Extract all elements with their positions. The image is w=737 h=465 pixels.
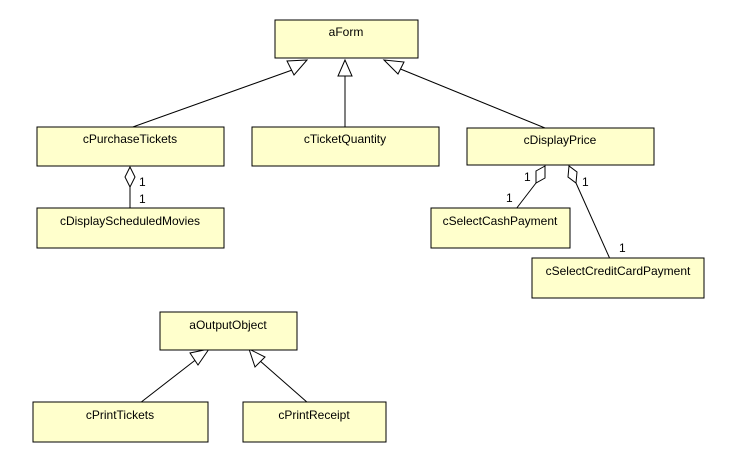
- inheritance-arrowhead: [286, 59, 309, 76]
- class-cdisplayscheduledmovies[interactable]: cDisplayScheduledMovies: [36, 207, 225, 249]
- generalization-printreceipt-outputobject: [248, 348, 309, 404]
- multiplicity-price-cash-end: 1: [524, 170, 531, 184]
- generalization-ticketquantity-aform: [337, 58, 353, 128]
- inheritance-arrowhead: [248, 348, 266, 368]
- multiplicity-credit-end: 1: [619, 241, 626, 255]
- multiplicity-cash-end: 1: [506, 191, 513, 205]
- class-cprinttickets[interactable]: cPrintTickets: [32, 401, 209, 443]
- inheritance-arrowhead: [337, 58, 353, 77]
- aggregation-displayprice-cashpayment: [515, 165, 546, 210]
- class-aoutputobject[interactable]: aOutputObject: [159, 311, 298, 351]
- inheritance-arrowhead: [382, 59, 405, 75]
- aggregation-purchasetickets-scheduledmovies: [124, 165, 136, 209]
- inheritance-arrowhead: [189, 348, 211, 366]
- aggregation-displayprice-creditcardpayment: [567, 165, 611, 260]
- class-name-cprinttickets: cPrintTickets: [86, 408, 154, 422]
- class-cpurchasetickets[interactable]: cPurchaseTickets: [36, 126, 225, 167]
- class-cdisplayprice[interactable]: cDisplayPrice: [466, 127, 655, 166]
- class-cselectcashpayment[interactable]: cSelectCashPayment: [430, 207, 571, 249]
- class-name-cselectcashpayment: cSelectCashPayment: [443, 214, 558, 228]
- multiplicity-movies-end: 1: [139, 192, 146, 206]
- aggregation-diamond: [567, 165, 578, 184]
- aggregation-diamond: [124, 165, 136, 189]
- generalization-displayprice-aform: [382, 59, 546, 129]
- class-aform[interactable]: aForm: [274, 19, 419, 59]
- class-name-cdisplayprice: cDisplayPrice: [524, 133, 597, 147]
- generalization-printtickets-outputobject: [139, 348, 211, 404]
- class-name-cdisplayscheduledmovies: cDisplayScheduledMovies: [60, 214, 200, 228]
- class-name-cprintreceipt: cPrintReceipt: [278, 408, 350, 422]
- class-cticketquantity[interactable]: cTicketQuantity: [251, 126, 440, 167]
- class-cprintreceipt[interactable]: cPrintReceipt: [242, 401, 387, 443]
- multiplicity-price-credit-end: 1: [582, 175, 589, 189]
- aggregation-diamond: [535, 165, 546, 184]
- class-name-aform: aForm: [329, 25, 364, 39]
- multiplicity-purchase-end: 1: [139, 175, 146, 189]
- generalization-purchasetickets-aform: [129, 59, 309, 129]
- class-name-cpurchasetickets: cPurchaseTickets: [83, 132, 177, 146]
- class-name-aoutputobject: aOutputObject: [189, 318, 267, 332]
- class-name-cselectcreditcardpayment: cSelectCreditCardPayment: [546, 264, 691, 278]
- class-name-cticketquantity: cTicketQuantity: [304, 132, 386, 146]
- class-cselectcreditcardpayment[interactable]: cSelectCreditCardPayment: [531, 257, 705, 299]
